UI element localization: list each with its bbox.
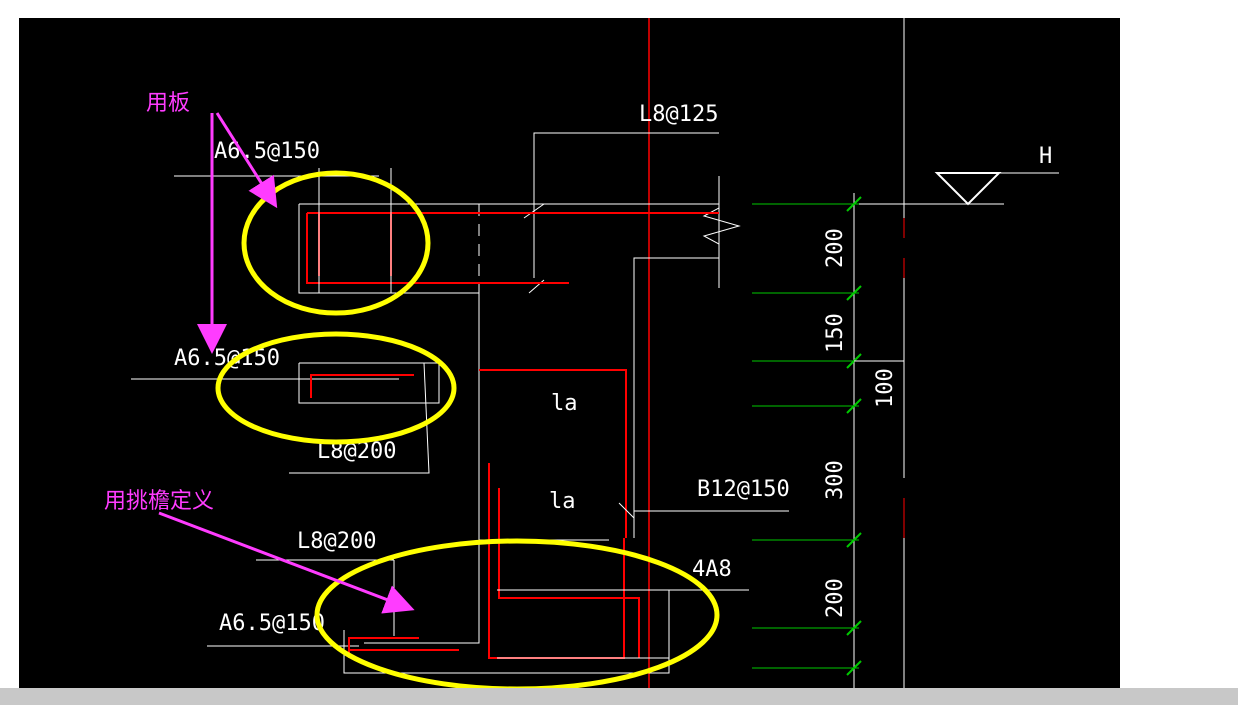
highlight-ellipse-top: [241, 170, 431, 316]
bottom-slab-outline: [343, 630, 484, 674]
tick-1: [523, 203, 545, 219]
dim-text-3: 300: [823, 460, 848, 500]
dim-tick-1: [846, 196, 862, 212]
label-bottom-slab: A6.5@150: [219, 611, 325, 636]
break-line: [702, 176, 741, 288]
cad-drawing-svg: H L8@125 A6.5@150 A6.5@150 L8@200 B12@15…: [104, 18, 1059, 692]
arrow-slab-to-top: [215, 112, 278, 209]
dim-tick-6: [846, 620, 862, 636]
mid-stirrup: [289, 362, 430, 474]
dim-tick-7: [846, 660, 862, 676]
label-top-slab: A6.5@150: [214, 139, 320, 164]
label-right-bar: B12@150: [697, 477, 790, 502]
tick-2: [528, 279, 545, 294]
label-top-cap: L8@125: [639, 102, 718, 127]
dim-text-4: 200: [823, 578, 848, 618]
status-bar: [0, 688, 1238, 705]
dim-tick-2: [846, 285, 862, 301]
dim-text-1: 200: [823, 228, 848, 268]
lower-right-outline: [484, 590, 670, 674]
label-longitudinal: 4A8: [692, 557, 732, 582]
leader-l8-125: [533, 132, 719, 278]
dim-text-2: 150: [823, 313, 848, 353]
annotation-slab: 用板: [146, 91, 190, 116]
anchorage-label-2: la: [549, 489, 576, 514]
b12-tick: [618, 502, 635, 519]
level-label: H: [1039, 144, 1052, 169]
label-bottom-stirrup: L8@200: [297, 529, 376, 554]
rebar-top-cap: [306, 213, 569, 284]
dim-text-total: 100: [873, 368, 898, 408]
highlight-ellipse-bottom: [314, 538, 720, 692]
bottom-red-rebar: [348, 637, 419, 658]
arrow-eave-to-bottom: [158, 511, 415, 614]
cad-drawing: H L8@125 A6.5@150 A6.5@150 L8@200 B12@15…: [19, 18, 1120, 692]
mid-slab-outline: [298, 362, 440, 404]
red-anchor: [479, 369, 627, 538]
anchorage-label-1: la: [551, 391, 578, 416]
dim-tick-5: [846, 532, 862, 548]
level-triangle-icon: [934, 172, 1002, 206]
mid-rebar: [310, 374, 414, 398]
annotation-eave: 用挑檐定义: [104, 489, 214, 514]
dim-tick-4: [846, 398, 862, 414]
highlight-ellipse-mid: [215, 331, 457, 445]
